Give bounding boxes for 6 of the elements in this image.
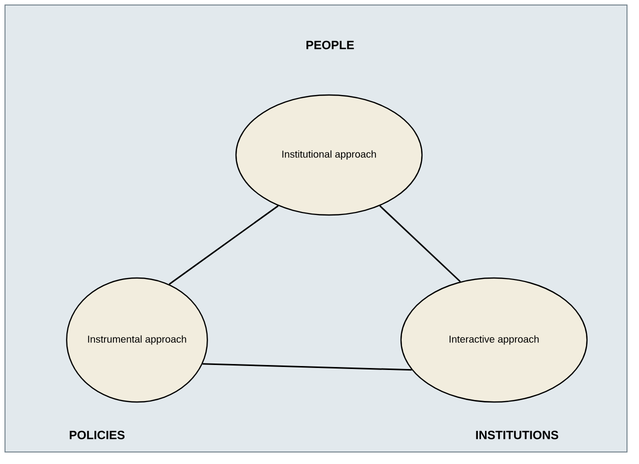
corner-label: INSTITUTIONS <box>476 430 558 440</box>
corner-label: POLICIES <box>70 430 125 440</box>
corner-label: PEOPLE <box>306 40 354 50</box>
connector-line <box>168 205 279 285</box>
connector-line <box>202 363 412 371</box>
connector-line <box>379 205 461 282</box>
